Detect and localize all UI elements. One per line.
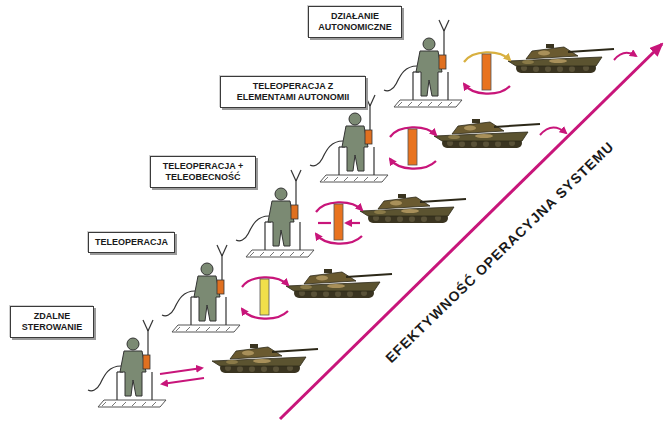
level-label: TELEOPERACJA Z ELEMENTAMI AUTONOMII xyxy=(227,81,359,103)
axis-label: EFEKTYWNOŚĆ OPERACYJNA SYSTEMU xyxy=(383,138,618,366)
operator-figure xyxy=(162,245,240,332)
level-label: ZDALNE STEROWANIE xyxy=(17,311,87,333)
interface-bar xyxy=(260,279,269,315)
operator-figure xyxy=(310,95,388,182)
operator-figure xyxy=(88,320,166,407)
interface-bar xyxy=(334,204,343,240)
stage-remote-control xyxy=(88,320,318,407)
level-label: TELEOPERACJA xyxy=(95,237,168,248)
tank-figure xyxy=(360,194,466,223)
control-loop xyxy=(390,127,436,168)
tank-figure xyxy=(212,344,318,373)
interface-bar xyxy=(408,129,417,165)
feedback-arrow xyxy=(346,222,360,224)
autonomy-arrow xyxy=(614,53,636,60)
stage-teleoperation xyxy=(162,245,392,332)
level-box: TELEOPERACJA xyxy=(88,232,175,253)
control-loop xyxy=(316,202,362,243)
signal-arrow xyxy=(160,368,202,374)
control-loop xyxy=(242,277,288,318)
level-label: DZIAŁANIE AUTONOMICZNE xyxy=(315,11,395,33)
interface-bar xyxy=(482,54,491,90)
stage-telepresence xyxy=(236,170,466,257)
tank-figure xyxy=(434,119,540,148)
tank-figure xyxy=(508,44,614,73)
tank-figure xyxy=(286,269,392,298)
signal-arrow xyxy=(162,378,204,384)
stage-partial-autonomy xyxy=(310,95,566,182)
stage-autonomous xyxy=(384,20,636,107)
level-box: ZDALNE STEROWANIE xyxy=(10,306,94,338)
level-box: TELEOPERACJA + TELEOBECNOŚĆ xyxy=(150,156,256,188)
autonomy-arrow xyxy=(540,127,566,135)
level-box: DZIAŁANIE AUTONOMICZNE xyxy=(308,6,402,38)
feedback-arrow xyxy=(318,222,331,224)
level-label: TELEOPERACJA + TELEOBECNOŚĆ xyxy=(157,161,249,183)
level-box: TELEOPERACJA Z ELEMENTAMI AUTONOMII xyxy=(220,76,366,108)
